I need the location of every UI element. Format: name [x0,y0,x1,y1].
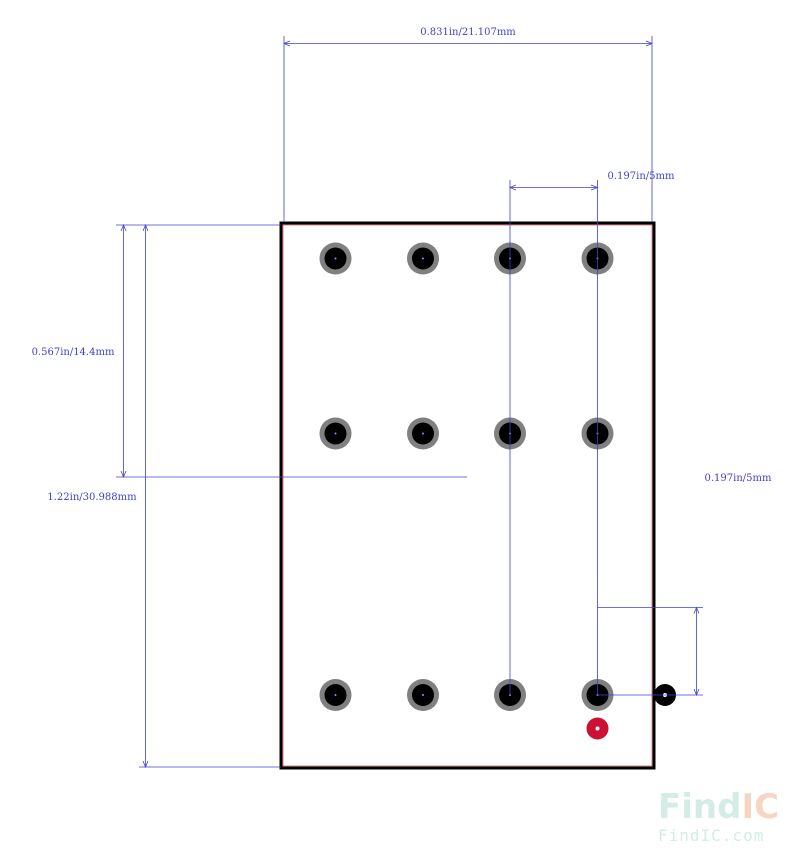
dimension-label-overall-height: 1.22in/30.988mm [47,492,137,503]
pin1-marker-dot [595,726,600,731]
dimension-label-overall-width: 0.831in/21.107mm [420,27,516,38]
pad-row-middle [319,417,614,450]
pad-row-bottom [319,679,614,711]
dimension-label-edge-offset: 0.197in/5mm [705,473,772,484]
dimension-lines [116,36,703,769]
dimension-label-pitch-x: 0.197in/5mm [608,171,675,182]
component-outline [279,221,656,770]
watermark-url: FindIC.com [658,826,764,845]
pad-row-top [319,242,614,275]
dimension-label-row-spacing: 0.567in/14.4mm [32,347,115,358]
courtyard-outline [282,224,653,767]
findic-watermark: FindIC FindIC.com [658,787,779,845]
watermark-logo: FindIC [658,787,779,827]
